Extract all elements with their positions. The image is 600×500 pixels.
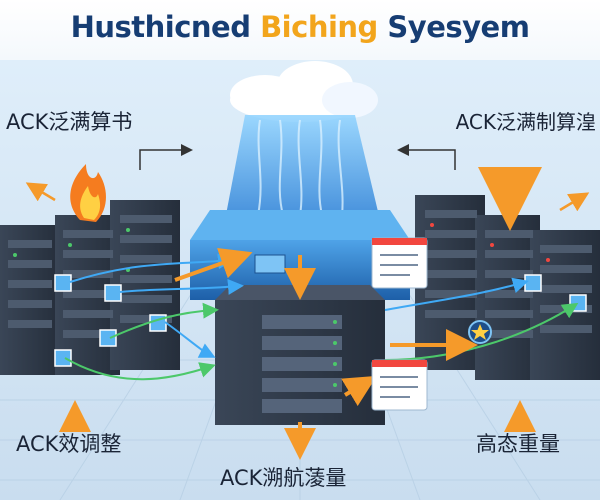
arrow-icon: [25, 167, 590, 460]
star-badge-icon: [468, 320, 492, 344]
connector-arrows: [139, 144, 456, 170]
page-title: Husthicned Biching Syesyem: [0, 0, 600, 44]
system-diagram: [0, 60, 600, 500]
flame-icon: [70, 164, 106, 222]
label-top-left: ACK泛满算书: [6, 110, 133, 134]
title-part-1: Husthicned: [70, 10, 261, 44]
title-bar: Husthicned Biching Syesyem: [0, 0, 600, 62]
title-part-2: Biching: [260, 10, 378, 44]
data-stream: [225, 115, 380, 220]
server-rack-icon: [0, 200, 180, 375]
label-bottom-left: ACK效调整: [16, 432, 122, 456]
server-rack-icon-center: [215, 285, 385, 425]
title-part-3: Syesyem: [377, 10, 530, 44]
label-bottom-right: 高态重量: [476, 432, 560, 456]
cloud-icon: [230, 61, 378, 122]
label-bottom-center: ACK溯航蓤量: [220, 466, 347, 490]
document-card-icon: [371, 237, 428, 411]
label-top-right: ACK泛满制算湟: [455, 110, 596, 134]
flow-lines: [64, 253, 579, 381]
